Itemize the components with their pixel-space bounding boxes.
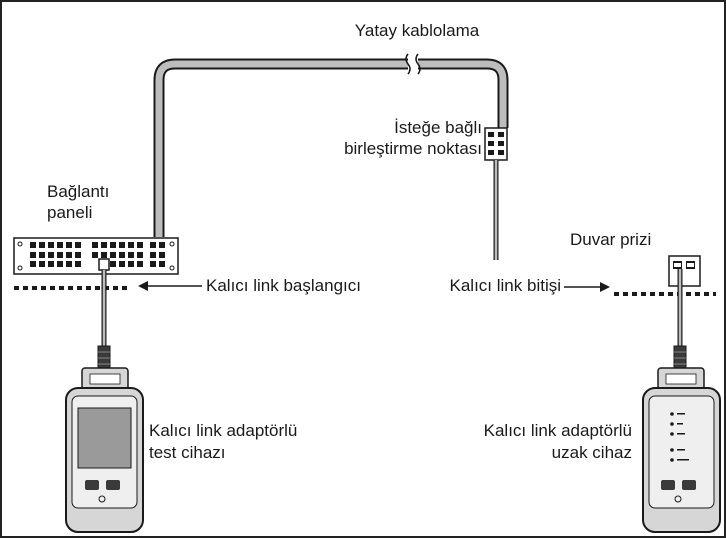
- remote-device-label-line2: uzak cihaz: [551, 443, 632, 462]
- remote-cable: [673, 269, 687, 371]
- wall-outlet: [668, 255, 701, 287]
- main-tester-label-line2: test cihazı: [149, 443, 226, 462]
- permanent-link-start-label: Kalıcı link başlangıcı: [206, 276, 361, 295]
- tester-cable: [97, 270, 111, 371]
- horizontal-cabling-label: Yatay kablolama: [354, 21, 480, 40]
- consolidation-point-label-line2: birleştirme noktası: [344, 139, 482, 158]
- link-boundary-lines: [14, 286, 716, 296]
- remote-device: [642, 367, 721, 533]
- consolidation-point: [484, 127, 508, 161]
- wall-outlet-label: Duvar prizi: [570, 230, 652, 249]
- patch-panel-label-line1: Bağlantı: [47, 182, 110, 201]
- patch-panel-label-line2: paneli: [47, 203, 93, 222]
- permanent-link-end-label: Kalıcı link bitişi: [449, 276, 561, 295]
- horizontal-cable: [153, 53, 509, 237]
- consolidation-point-label-line1: İsteğe bağlı: [394, 118, 482, 137]
- remote-status-leds: [670, 412, 689, 462]
- patch-panel: [13, 237, 179, 275]
- patch-panel-ports: [30, 242, 165, 267]
- main-tester-device: [65, 367, 144, 533]
- remote-device-label-line1: Kalıcı link adaptörlü: [483, 421, 632, 440]
- pointer-arrows: [138, 281, 610, 292]
- main-tester-label-line1: Kalıcı link adaptörlü: [149, 421, 298, 440]
